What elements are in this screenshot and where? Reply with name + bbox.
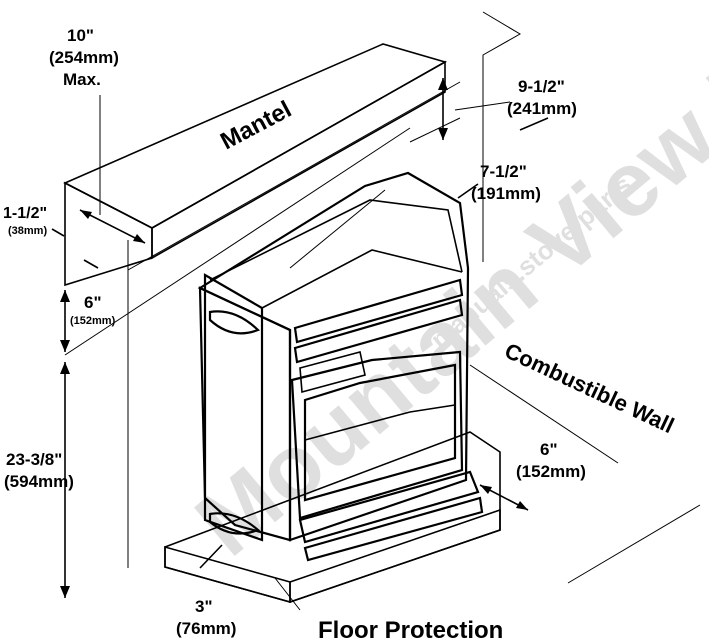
stove-side xyxy=(203,273,264,542)
top-handle xyxy=(208,310,261,335)
height-imperial: 23-3/8" xyxy=(6,450,62,469)
mantel-side xyxy=(64,181,153,287)
arrowhead-top-a xyxy=(438,78,448,90)
arrow-top-back xyxy=(457,183,479,199)
combustible-wall-label: Combustible Wall xyxy=(501,338,678,438)
mantel-depth-note: Max. xyxy=(63,70,101,89)
arrow-top-short xyxy=(519,117,549,131)
vent-3 xyxy=(299,351,366,394)
top-back-metric: (191mm) xyxy=(471,184,541,203)
wall-top-edge xyxy=(482,11,521,230)
floor-protection xyxy=(164,431,501,604)
clearance-lines xyxy=(64,81,461,568)
arrowhead-side-b xyxy=(516,501,528,510)
arrow-mantel-depth xyxy=(79,209,146,244)
floor-protection-label: Floor Protection xyxy=(318,617,503,641)
stove-top-bevel xyxy=(261,249,463,309)
gap-metric: (152mm) xyxy=(70,315,116,327)
arrowhead-top-b xyxy=(438,128,448,140)
leader-top-wall xyxy=(454,101,511,111)
arrowhead-height-b xyxy=(60,586,70,598)
mantel-front xyxy=(151,60,446,260)
combustible-wall xyxy=(469,11,701,584)
wall-corner-line xyxy=(567,504,701,584)
top-back-imperial: 7-1/2" xyxy=(480,162,527,181)
arrowhead-gap-b xyxy=(60,340,70,352)
center-guide xyxy=(289,189,386,269)
door-detail xyxy=(304,404,456,441)
arrowhead-depth-a xyxy=(80,210,92,219)
mantel-depth-metric: (254mm) xyxy=(49,48,119,67)
front-imperial: 3" xyxy=(195,597,213,616)
leader-floor xyxy=(274,577,301,611)
labels: 10" (254mm) Max. 1-1/2" (38mm) 6" (152mm… xyxy=(3,26,678,641)
arrowhead-gap-a xyxy=(60,290,70,302)
thickness-imperial: 1-1/2" xyxy=(3,205,47,222)
stove-base-2 xyxy=(303,496,484,562)
side-imperial: 6" xyxy=(540,440,558,459)
arrow-thickness-b xyxy=(83,259,99,269)
stove-top-edge xyxy=(209,199,463,281)
dimension-arrows xyxy=(51,78,549,611)
floor-pad-right xyxy=(289,508,501,604)
stove-front-frame xyxy=(290,350,464,520)
arrowhead-depth-b xyxy=(133,234,145,243)
thickness-metric: (38mm) xyxy=(8,225,47,237)
arrowhead-side-a xyxy=(480,485,492,494)
stove-base-1 xyxy=(298,470,480,544)
top-wall-metric: (241mm) xyxy=(507,99,577,118)
mantel-depth-imperial: 10" xyxy=(67,26,94,45)
arrow-front xyxy=(199,544,223,569)
vent-2 xyxy=(293,298,464,364)
gap-imperial: 6" xyxy=(84,293,102,312)
side-metric: (152mm) xyxy=(516,462,586,481)
mantel-projection-line xyxy=(127,81,461,271)
stove-door xyxy=(303,363,457,502)
height-metric: (594mm) xyxy=(4,472,74,491)
arrow-thickness xyxy=(51,228,65,237)
front-metric: (76mm) xyxy=(176,619,236,638)
bottom-handle xyxy=(208,512,261,535)
mantel-gap-line xyxy=(64,127,411,356)
arrowhead-height-a xyxy=(60,362,70,374)
wall-floor-line xyxy=(469,364,619,464)
mantel: Mantel xyxy=(63,43,448,287)
mantel-label: Mantel xyxy=(216,96,296,156)
top-clearance-line xyxy=(409,117,461,143)
top-wall-imperial: 9-1/2" xyxy=(518,77,565,96)
stove xyxy=(197,171,484,562)
vent-1 xyxy=(293,278,464,344)
